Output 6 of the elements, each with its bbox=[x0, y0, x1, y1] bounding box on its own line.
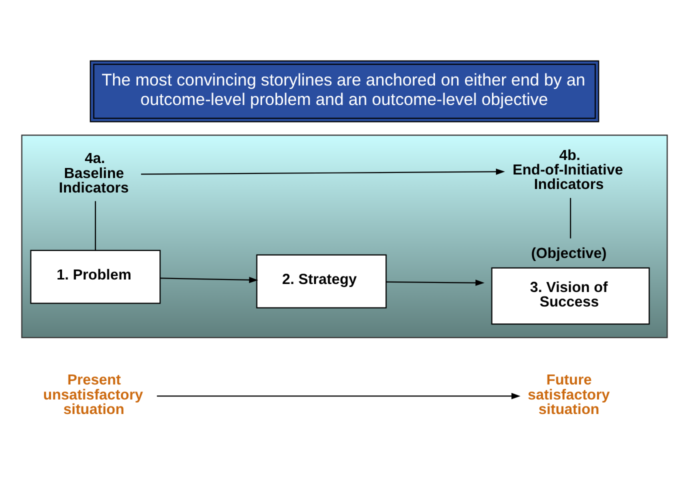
node-text: Future satisfactory situation bbox=[528, 372, 610, 418]
node-text: 4b. End-of-Initiative Indicators bbox=[512, 147, 623, 193]
diagram-title: The most convincing storylines are anchored on either end by an outcome-level problem and an outcome-level objective bbox=[102, 70, 586, 108]
node-text: Present unsatisfactory situation bbox=[43, 372, 144, 418]
node-label: (Objective) bbox=[531, 246, 607, 262]
node-text: 4a. Baseline Indicators bbox=[58, 150, 129, 196]
